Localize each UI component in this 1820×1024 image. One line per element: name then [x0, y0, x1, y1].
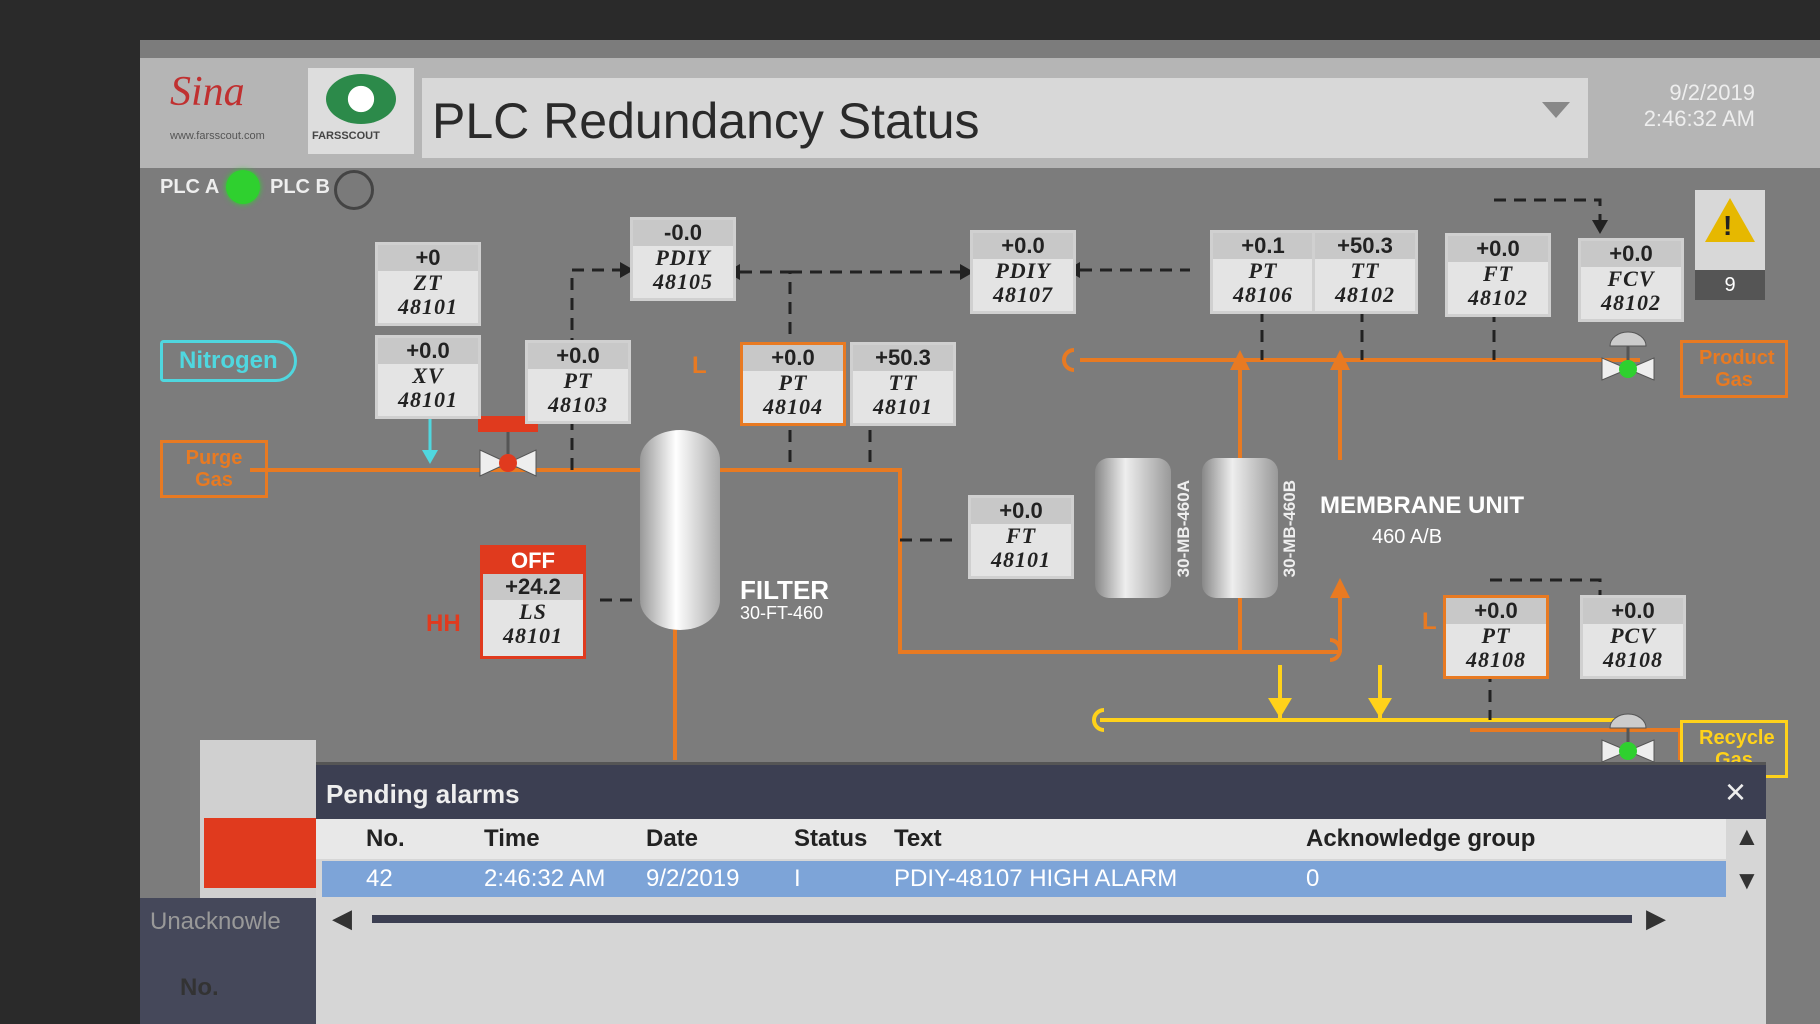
- membrane-a[interactable]: [1095, 458, 1171, 598]
- pending-alarms-window: Pending alarms × No. Time Date Status Te…: [316, 762, 1766, 1024]
- col-status[interactable]: Status: [794, 825, 868, 852]
- col-time[interactable]: Time: [484, 825, 540, 852]
- col-date[interactable]: Date: [646, 825, 699, 852]
- alarm-table-header: No. Time Date Status Text Acknowledge gr…: [316, 819, 1726, 859]
- scroll-left-icon[interactable]: ◀: [332, 903, 352, 933]
- plc-a-led: [226, 170, 260, 204]
- warning-icon: [1705, 198, 1755, 242]
- alarm-title-bar: Pending alarms ×: [316, 765, 1766, 819]
- membrane-a-label: 30-MB-460A: [1174, 480, 1193, 578]
- filter-vessel[interactable]: [640, 430, 720, 630]
- alarm-row[interactable]: 42 2:46:32 AM 9/2/2019 I PDIY-48107 HIGH…: [322, 861, 1726, 897]
- scroll-right-icon[interactable]: ▶: [1646, 903, 1666, 933]
- col-no[interactable]: No.: [366, 825, 405, 852]
- col-text[interactable]: Text: [894, 825, 942, 852]
- date-text: 9/2/2019: [1669, 80, 1755, 105]
- filter-label: FILTER: [740, 575, 830, 605]
- alarm-no: 42: [366, 865, 393, 892]
- scroll-up-icon[interactable]: ▲: [1734, 821, 1760, 851]
- col-ack-group[interactable]: Acknowledge group: [1306, 825, 1536, 852]
- ls48101-hh-flag: HH: [426, 610, 461, 637]
- alarm-status: I: [794, 865, 801, 892]
- plc-b-label: PLC B: [270, 176, 330, 198]
- pt48108-low-flag: L: [1422, 608, 1437, 635]
- title-bar: PLC Redundancy Status: [422, 78, 1588, 158]
- membrane-unit-label: MEMBRANE UNIT: [1320, 492, 1524, 519]
- product-gas-label: Product Gas: [1680, 340, 1788, 398]
- purge-gas-label: Purge Gas: [160, 440, 268, 498]
- alarm-date: 9/2/2019: [646, 865, 740, 892]
- scroll-down-icon[interactable]: ▼: [1734, 865, 1760, 895]
- horizontal-scrollbar[interactable]: [372, 915, 1632, 923]
- pt48104-low-flag: L: [692, 352, 707, 379]
- stop-button[interactable]: [204, 818, 316, 888]
- alarm-window-title: Pending alarms: [326, 779, 520, 809]
- close-icon[interactable]: ×: [1724, 771, 1746, 812]
- ls48101-value: +24.2: [483, 574, 583, 600]
- datetime: 9/2/2019 2:46:32 AM: [1595, 80, 1755, 158]
- filter-id: 30-FT-460: [740, 603, 824, 623]
- alarm-text: PDIY-48107 HIGH ALARM: [894, 865, 1178, 892]
- unack-no-header: No.: [180, 974, 219, 1001]
- warning-count: 9: [1695, 270, 1765, 300]
- alarm-time: 2:46:32 AM: [484, 865, 606, 892]
- time-text: 2:46:32 AM: [1643, 106, 1755, 131]
- membrane-unit-id: 460 A/B: [1372, 526, 1443, 548]
- nitrogen-label: Nitrogen: [160, 340, 297, 382]
- plc-a-label: PLC A: [160, 176, 220, 198]
- warning-indicator[interactable]: ! 9: [1695, 190, 1765, 300]
- dropdown-icon[interactable]: [1542, 102, 1570, 118]
- membrane-b[interactable]: [1202, 458, 1278, 598]
- alarm-group: 0: [1306, 865, 1320, 892]
- page-title: PLC Redundancy Status: [432, 93, 980, 149]
- membrane-b-label: 30-MB-460B: [1280, 480, 1299, 578]
- plc-b-led: [334, 170, 374, 210]
- unack-label: Unacknowle: [150, 908, 281, 935]
- farsscout-logo: FARSSCOUT: [308, 68, 414, 154]
- ls48101-state: OFF: [483, 548, 583, 574]
- unacknowledged-panel: Unacknowle No.: [140, 898, 316, 1024]
